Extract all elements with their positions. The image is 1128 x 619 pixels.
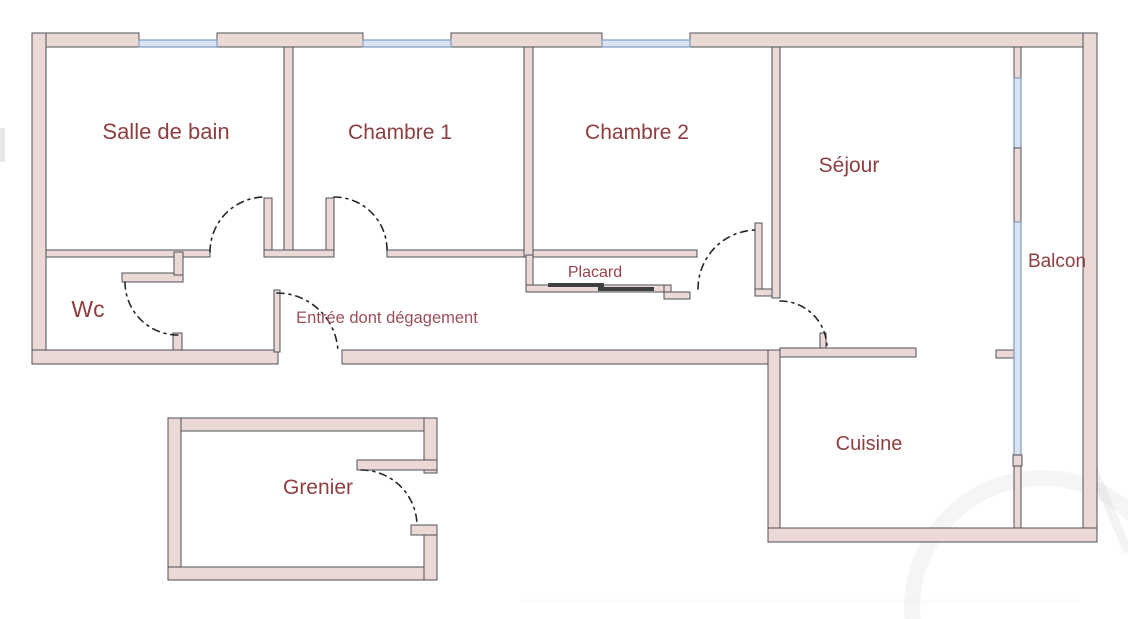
- wall-top-3: [450, 32, 603, 48]
- room-label-chambre-2: Chambre 2: [585, 121, 689, 144]
- room-label-balcon: Balcon: [1028, 251, 1086, 272]
- watermark-circle: [904, 470, 1128, 619]
- placard-sliding-door-2: [598, 287, 654, 291]
- wall-bottom-left-2: [341, 349, 781, 365]
- balcon-window-2: [1013, 221, 1022, 456]
- wall-chambre2-sejour: [771, 46, 781, 299]
- room-label-chambre-1: Chambre 1: [348, 121, 452, 144]
- balcon-window-1: [1013, 77, 1022, 149]
- wall-right: [1082, 32, 1098, 543]
- door-arc-chambre-1: [333, 196, 388, 251]
- wc-stub-bottom: [172, 332, 183, 351]
- room-label-sejour: Séjour: [819, 154, 880, 177]
- door-arcs: [124, 196, 828, 527]
- wall-corridor-3: [386, 249, 698, 258]
- grenier-walls: [167, 417, 438, 581]
- interior-walls: [45, 46, 1015, 529]
- room-label-placard: Placard: [568, 264, 622, 281]
- wall-top-2: [216, 32, 364, 48]
- grenier-wall-left: [167, 417, 182, 581]
- exterior-walls: [31, 32, 1098, 543]
- wall-bottom-cuisine: [767, 527, 1098, 543]
- wall-chambre1-chambre2: [523, 46, 534, 258]
- wall-connector-c2: [754, 288, 773, 297]
- door-stub-chambre2: [754, 222, 763, 297]
- wall-cuisine-left: [767, 349, 781, 529]
- grenier-wall-right-upper: [423, 417, 438, 474]
- grenier-door-stub: [410, 524, 438, 536]
- window-chambre-2: [601, 39, 691, 48]
- balcon-glazing: [1012, 46, 1023, 529]
- room-label-cuisine: Cuisine: [836, 433, 903, 455]
- wall-corridor-1: [45, 249, 211, 258]
- grenier-door-jamb: [356, 459, 438, 471]
- windows: [138, 39, 691, 48]
- entrance-door-leaf: [273, 289, 281, 353]
- room-label-grenier: Grenier: [283, 476, 353, 499]
- wall-sdb-chambre1: [283, 46, 294, 257]
- room-label-entree: Entrée dont dégagement: [296, 309, 478, 327]
- grenier-wall-bottom: [167, 566, 438, 581]
- door-arc-wc: [124, 281, 179, 336]
- room-label-wc: Wc: [71, 296, 104, 322]
- door-stub-sejour: [819, 332, 827, 349]
- door-arc-chambre-2: [697, 229, 758, 290]
- wall-balcon-tick: [995, 349, 1015, 359]
- balcon-wall-seg-2: [1013, 147, 1022, 223]
- wall-top-4: [689, 32, 1098, 48]
- wall-top-1: [31, 32, 140, 48]
- wall-bottom-left-1: [31, 349, 279, 365]
- window-chambre-1: [362, 39, 452, 48]
- balcon-wall-seg-3: [1013, 465, 1022, 529]
- scan-artifact: [520, 599, 1080, 605]
- balcon-wall-seg-1: [1013, 46, 1022, 79]
- scan-artifact: [0, 128, 5, 162]
- placard-sliding-door-1: [548, 283, 604, 287]
- room-label-salle-de-bain: Salle de bain: [102, 119, 229, 144]
- window-salle-de-bain: [138, 39, 218, 48]
- door-arc-salle-de-bain: [209, 196, 267, 253]
- placard-step-h: [663, 291, 691, 300]
- wall-corridor-2: [263, 249, 335, 258]
- wc-door-leaf: [121, 272, 184, 283]
- wall-cuisine-top: [779, 347, 917, 358]
- door-stub-chambre1: [325, 197, 335, 253]
- room-labels: Salle de bain Chambre 1 Chambre 2 Séjour…: [71, 119, 1086, 499]
- balcon-wall-cap: [1012, 454, 1023, 467]
- wc-stub-top: [173, 251, 184, 276]
- door-arc-grenier: [360, 469, 418, 527]
- door-arc-entrance: [276, 292, 339, 353]
- wall-left: [31, 32, 47, 365]
- door-stub-sdb: [263, 197, 273, 253]
- grenier-wall-top: [167, 417, 438, 432]
